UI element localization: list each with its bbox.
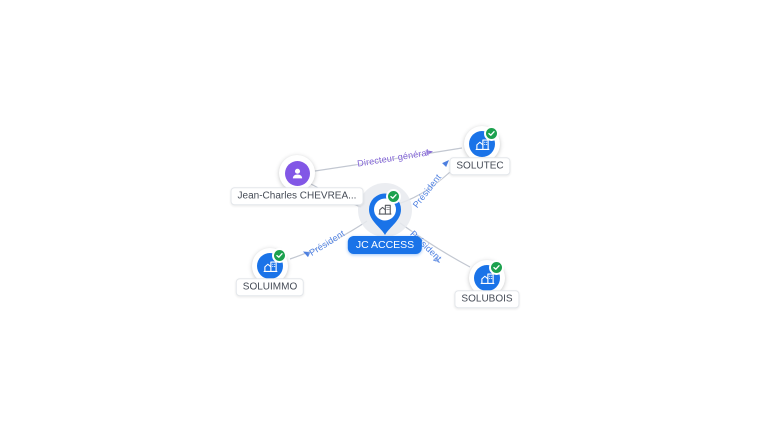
node-label-solubois[interactable]: SOLUBOIS	[454, 290, 520, 308]
node-label-jean-charles[interactable]: Jean-Charles CHEVREA...	[230, 187, 364, 205]
verified-badge	[489, 260, 504, 275]
check-icon	[492, 263, 501, 272]
node-company-solubois[interactable]	[469, 260, 505, 296]
verified-badge	[272, 248, 287, 263]
arrow-icon-president-solubois	[432, 256, 440, 263]
node-company-solutec[interactable]	[464, 126, 500, 162]
check-icon	[389, 192, 398, 201]
verified-badge	[484, 126, 499, 141]
verified-badge	[386, 189, 401, 204]
node-label-solutec[interactable]: SOLUTEC	[449, 157, 511, 175]
check-icon	[487, 129, 496, 138]
node-person-jean-charles[interactable]	[279, 155, 315, 191]
arrow-icon-directeur-general	[425, 149, 433, 156]
arrow-icon-president-solutec	[442, 160, 449, 167]
person-avatar	[284, 160, 310, 186]
node-label-soluimmo[interactable]: SOLUIMMO	[235, 278, 305, 296]
edge-jcaccess-soluimmo	[289, 220, 368, 260]
node-label-jc-access[interactable]: JC ACCESS	[347, 235, 423, 255]
edge-person-solutec	[314, 147, 463, 172]
node-company-soluimmo[interactable]	[252, 248, 288, 284]
check-icon	[275, 251, 284, 260]
person-icon	[290, 166, 305, 181]
arrow-icon-president-soluimmo	[303, 251, 311, 258]
